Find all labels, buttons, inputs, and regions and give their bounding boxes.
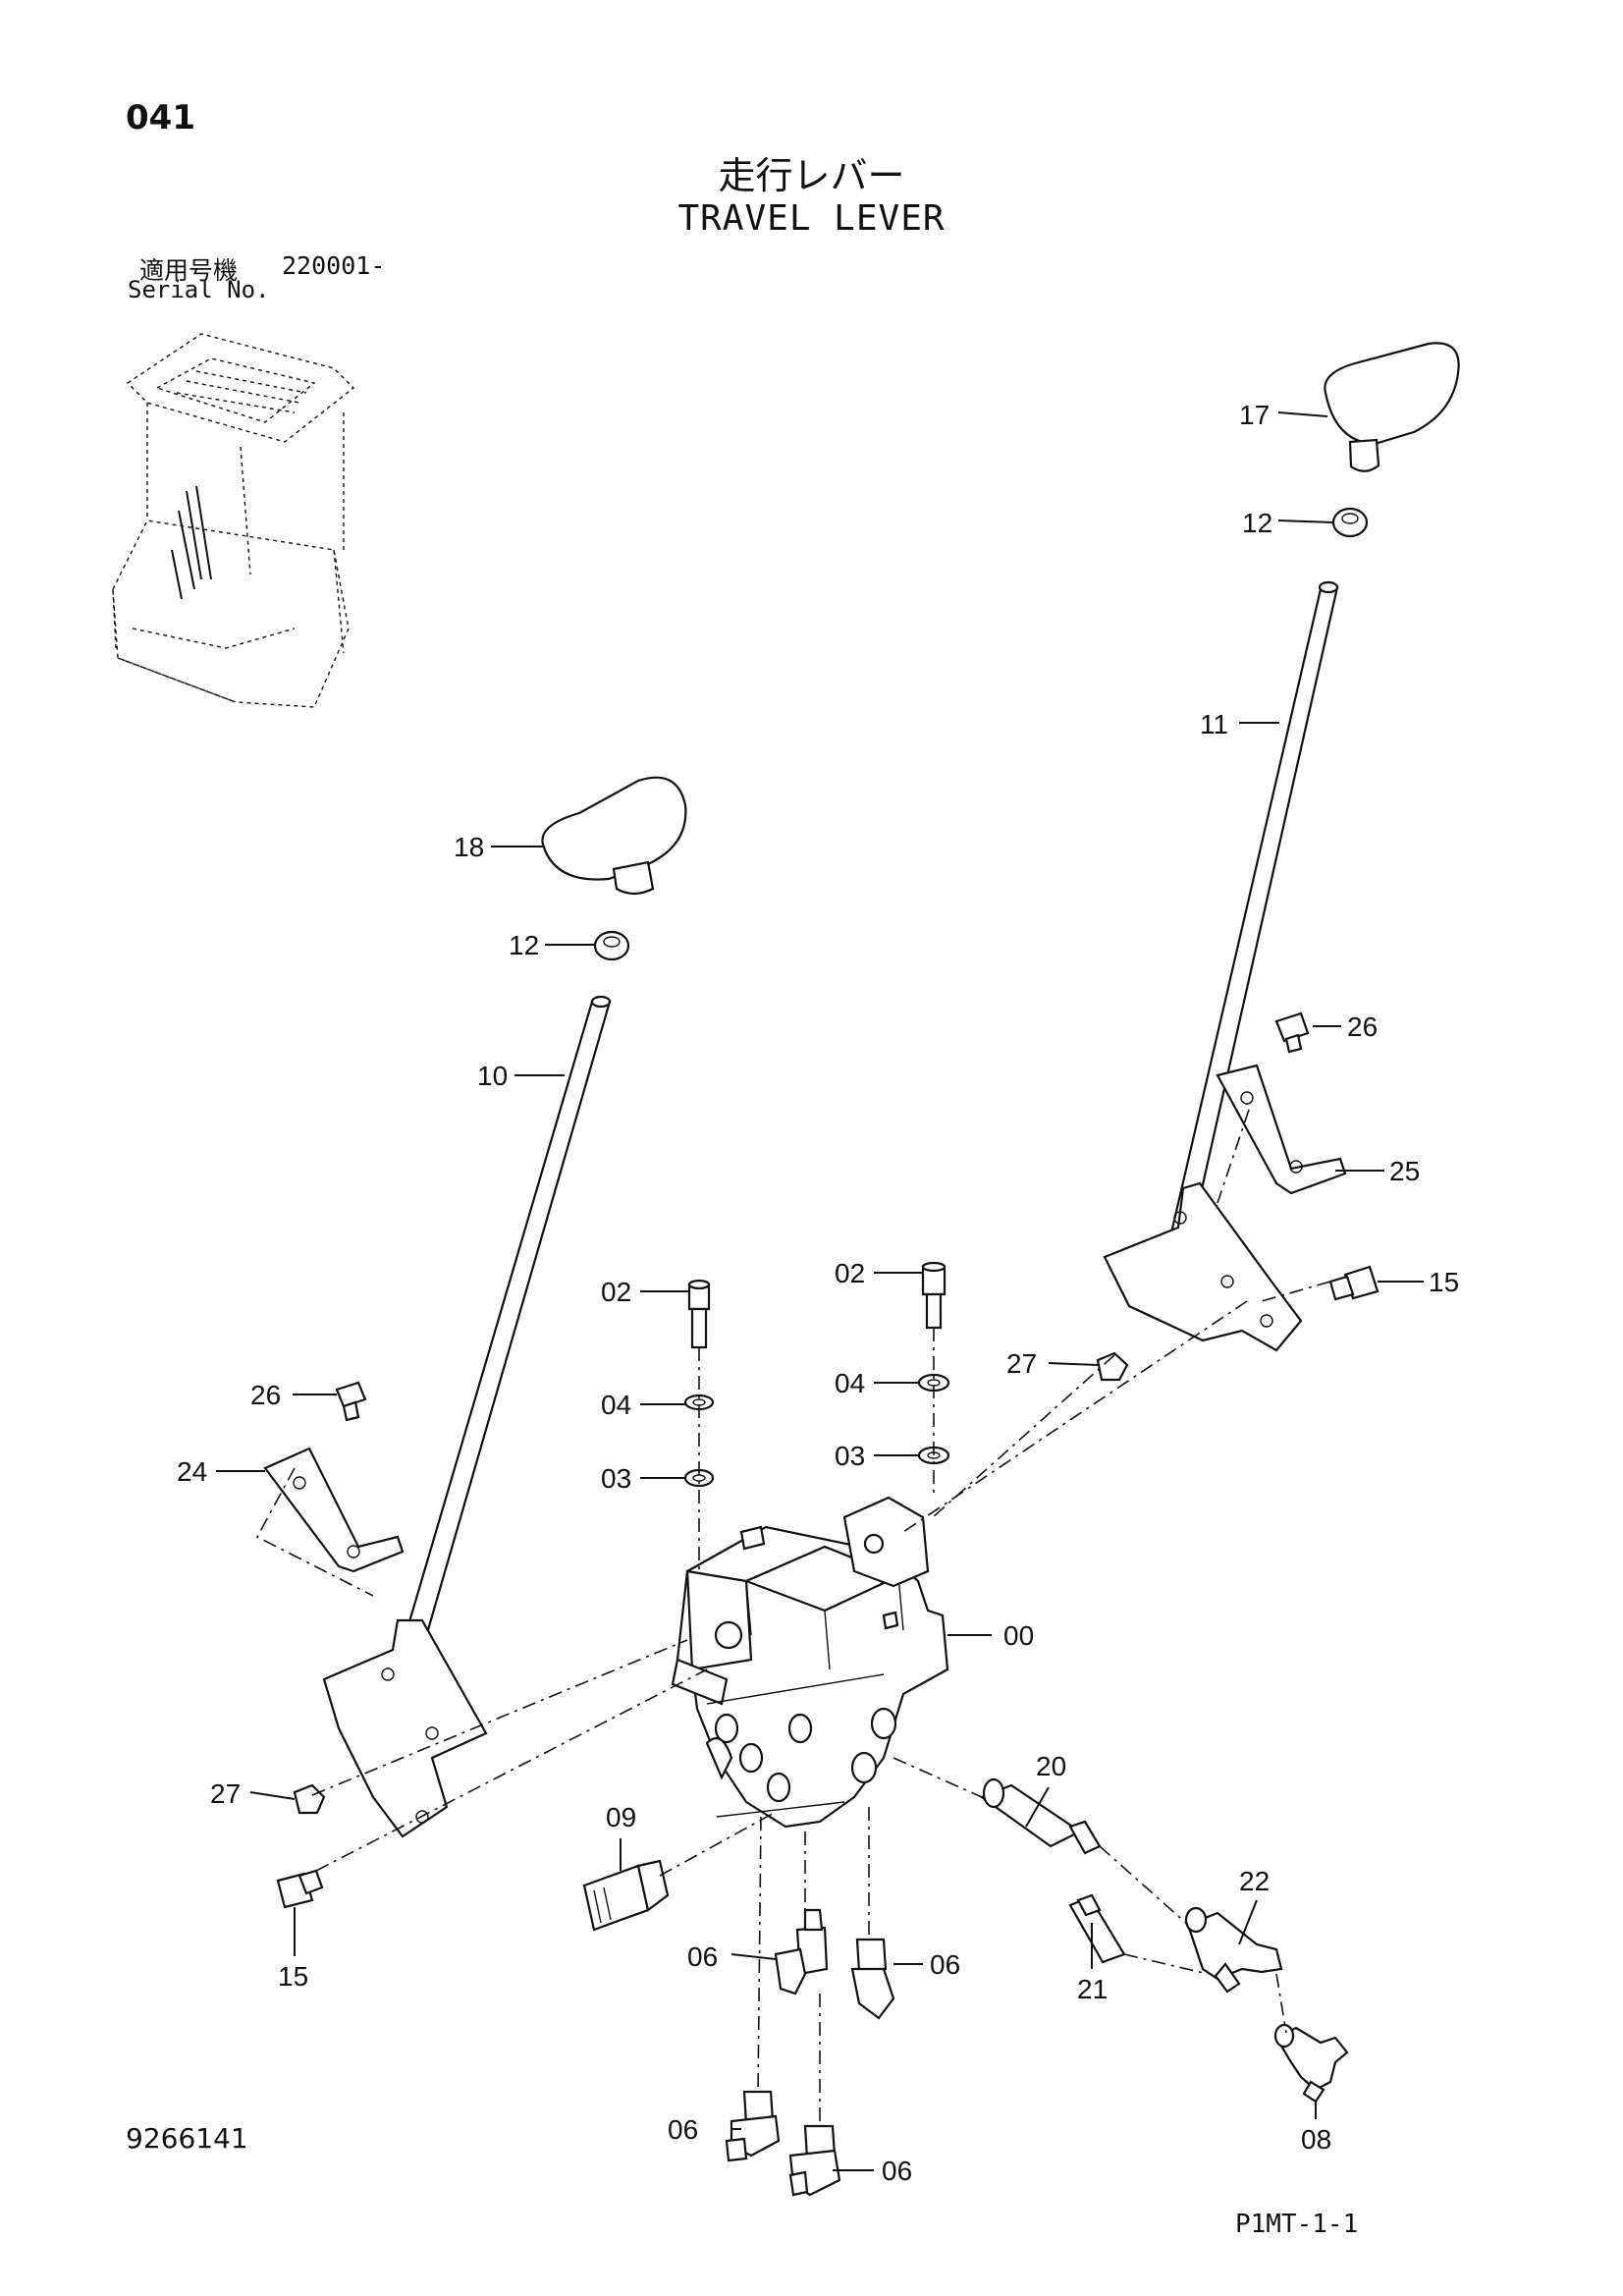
callout-11: 11: [1200, 709, 1228, 739]
fitting-20: [979, 1777, 1102, 1855]
elbow-fitting-06-c: [725, 2090, 781, 2162]
lever-rod-10: [404, 995, 612, 1642]
valve-body-00: [671, 1496, 949, 1829]
lever-base-right: [1103, 1181, 1303, 1352]
callout-06-a: 06: [687, 1941, 718, 1972]
callout-08: 08: [1301, 2124, 1331, 2155]
page-code: P1MT-1-1: [1235, 2210, 1359, 2239]
cap-screw-02-right: [921, 1261, 947, 1330]
callout-02-right: 02: [835, 1258, 865, 1288]
callout-09: 09: [606, 1802, 636, 1832]
callout-02-left: 02: [601, 1277, 631, 1307]
sensor-09: [582, 1859, 670, 1932]
bolt-15-right: [1328, 1265, 1380, 1301]
cap-screw-02-left: [687, 1279, 711, 1349]
serial-label-en: Serial No.: [128, 276, 270, 303]
part-callouts: 17 12 11 26 25 15 27 18 12 10 02 04 03 0…: [177, 400, 1459, 2186]
callout-03-left: 03: [601, 1463, 631, 1494]
page-title-en: TRAVEL LEVER: [677, 198, 946, 239]
callout-15-left: 15: [278, 1961, 308, 1992]
callout-22: 22: [1239, 1866, 1270, 1896]
elbow-fitting-06-d: [788, 2124, 841, 2197]
bolt-26-left: [335, 1381, 367, 1422]
callout-06-d: 06: [882, 2156, 912, 2186]
callout-17: 17: [1239, 400, 1270, 430]
callout-18: 18: [454, 832, 484, 862]
callout-27-right: 27: [1006, 1348, 1037, 1379]
callout-04-left: 04: [601, 1390, 631, 1420]
bracket-24: [263, 1447, 405, 1573]
leader-lines: [216, 411, 1424, 2171]
callout-12-right: 12: [1242, 508, 1272, 538]
callout-25: 25: [1389, 1156, 1420, 1186]
elbow-fitting-06-a: [774, 1908, 829, 1995]
bolt-15-left: [276, 1869, 324, 1909]
callout-03-right: 03: [835, 1441, 865, 1471]
nut-27-left: [293, 1783, 326, 1815]
knob-18: [541, 776, 687, 896]
tee-fitting-22: [1184, 1906, 1283, 1994]
callout-06-c: 06: [668, 2114, 698, 2145]
serial-label-jp: 適用号機: [139, 256, 239, 285]
elbow-fitting-06-b: [850, 1938, 895, 2020]
callout-26-right: 26: [1347, 1011, 1378, 1042]
nut-12-left: [593, 930, 630, 961]
knob-17: [1324, 342, 1460, 472]
callout-00: 00: [1003, 1620, 1034, 1651]
nut-12-right: [1331, 507, 1369, 538]
fitting-21: [1068, 1893, 1126, 1964]
callout-20: 20: [1036, 1751, 1066, 1781]
assembly-centerlines: [255, 1109, 1331, 2126]
callout-04-right: 04: [835, 1368, 865, 1398]
page-title-jp: 走行レバー: [718, 154, 905, 197]
page-number: 041: [126, 98, 195, 137]
lever-base-left: [322, 1618, 488, 1838]
serial-value: 220001-: [282, 251, 386, 280]
nut-27-right: [1096, 1351, 1129, 1382]
callout-26-left: 26: [250, 1380, 281, 1410]
callout-06-b: 06: [930, 1949, 960, 1980]
callout-27-left: 27: [210, 1778, 241, 1809]
bracket-25: [1216, 1064, 1347, 1195]
callout-15-right: 15: [1429, 1267, 1459, 1297]
machine-overview-illustration: [112, 333, 355, 708]
callout-12-left: 12: [509, 930, 539, 960]
document-number: 9266141: [126, 2122, 248, 2155]
cross-fitting-08: [1273, 2023, 1349, 2104]
callout-10: 10: [477, 1061, 508, 1091]
bolt-26-right: [1274, 1011, 1310, 1054]
callout-24: 24: [177, 1456, 207, 1487]
callout-21: 21: [1077, 1974, 1108, 2004]
